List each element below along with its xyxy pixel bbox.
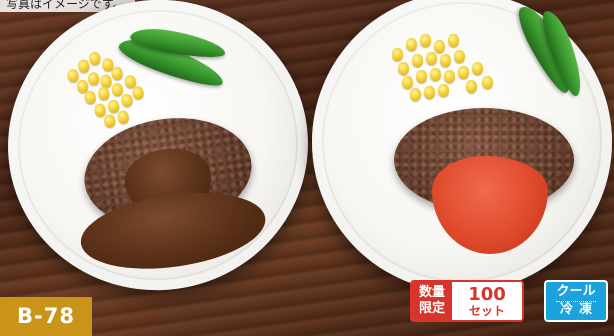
left-plate — [0, 0, 327, 310]
limited-quantity-number: 100 — [468, 283, 506, 305]
tomato-sauce — [432, 156, 548, 254]
cool-frozen-badge: クール 冷凍 — [544, 280, 608, 322]
right-plate — [312, 0, 612, 292]
product-code-badge: B-78 — [0, 297, 92, 336]
limited-quantity: 100 セット — [452, 282, 522, 320]
image-note-caption: 写真はイメージです。 — [0, 0, 135, 12]
limited-quantity-unit: セット — [468, 303, 505, 318]
frozen-badge-line2: 冷凍 — [559, 302, 598, 317]
limited-label: 数量 限定 — [412, 282, 452, 320]
limited-label-line1: 数量 — [418, 285, 445, 300]
limited-label-line2: 限定 — [418, 301, 445, 316]
frozen-badge-line1: クール — [556, 284, 596, 302]
limited-quantity-badge: 数量 限定 100 セット — [410, 280, 524, 322]
